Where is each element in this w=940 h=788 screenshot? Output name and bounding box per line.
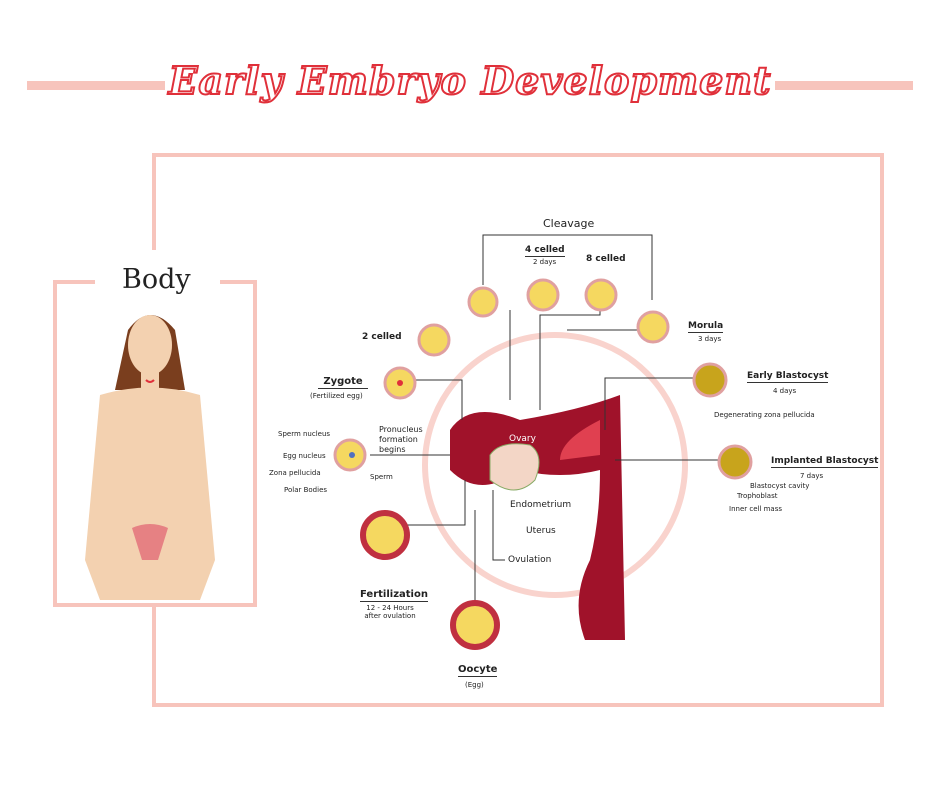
inner-cell-mass-label: Inner cell mass [729, 505, 783, 513]
early-blastocyst-time: 4 days [773, 387, 797, 395]
degenerating-label: Degenerating zona pellucida [714, 411, 815, 419]
implanted-blastocyst-cell [717, 444, 753, 480]
title-bar-left [27, 81, 165, 90]
morula-time: 3 days [698, 335, 722, 343]
uterus-label: Uterus [526, 526, 556, 536]
blastocyst-cavity-label: Blastocyst cavity [750, 482, 810, 490]
zygote-sub: (Fertilized egg) [310, 392, 363, 400]
woman-figure [85, 315, 215, 600]
polar-bodies-label: Polar Bodies [284, 486, 328, 494]
body-label: Body [122, 264, 191, 295]
two-celled-label: 2 celled [362, 332, 402, 342]
pronucleus-label: Pronucleus formation begins [379, 425, 423, 454]
cell-2 [417, 323, 451, 357]
oocyte-cell [450, 600, 500, 650]
sperm-nucleus-label: Sperm nucleus [278, 430, 331, 438]
title-bar-right [775, 81, 913, 90]
page-title: Early Embryo Development [167, 57, 772, 104]
trophoblast-label: Trophoblast [737, 492, 778, 500]
fertilization-time: 12 - 24 Hours after ovulation [364, 604, 416, 620]
morula-cell [636, 310, 670, 344]
implanted-time: 7 days [800, 472, 824, 480]
cell-8 [584, 278, 618, 312]
four-celled-label: 4 celled [525, 245, 565, 257]
fertilization-label: Fertilization [360, 589, 428, 602]
four-celled-time: 2 days [533, 258, 557, 266]
cell-1 [467, 286, 499, 318]
eight-celled-label: 8 celled [586, 254, 626, 264]
early-blastocyst-label: Early Blastocyst [747, 371, 829, 383]
sperm-label: Sperm [370, 473, 393, 481]
oocyte-sub: (Egg) [465, 681, 484, 689]
cleavage-label: Cleavage [543, 217, 595, 230]
oocyte-label: Oocyte [458, 664, 498, 677]
morula-label: Morula [688, 321, 724, 333]
ovulation-label: Ovulation [508, 555, 552, 565]
uterus-artwork [450, 395, 625, 640]
implanted-blastocyst-label: Implanted Blastocyst [771, 456, 879, 468]
zona-pellucida-label: Zona pellucida [269, 469, 321, 477]
fertilization-cell [360, 510, 410, 560]
ovary-label: Ovary [509, 434, 536, 444]
cell-4 [526, 278, 560, 312]
endometrium-label: Endometrium [510, 500, 572, 510]
zygote-label: Zygote [318, 376, 368, 389]
egg-nucleus-label: Egg nucleus [283, 452, 326, 460]
main-frame [152, 153, 884, 707]
body-frame [53, 280, 257, 607]
early-blastocyst-cell [692, 362, 728, 398]
